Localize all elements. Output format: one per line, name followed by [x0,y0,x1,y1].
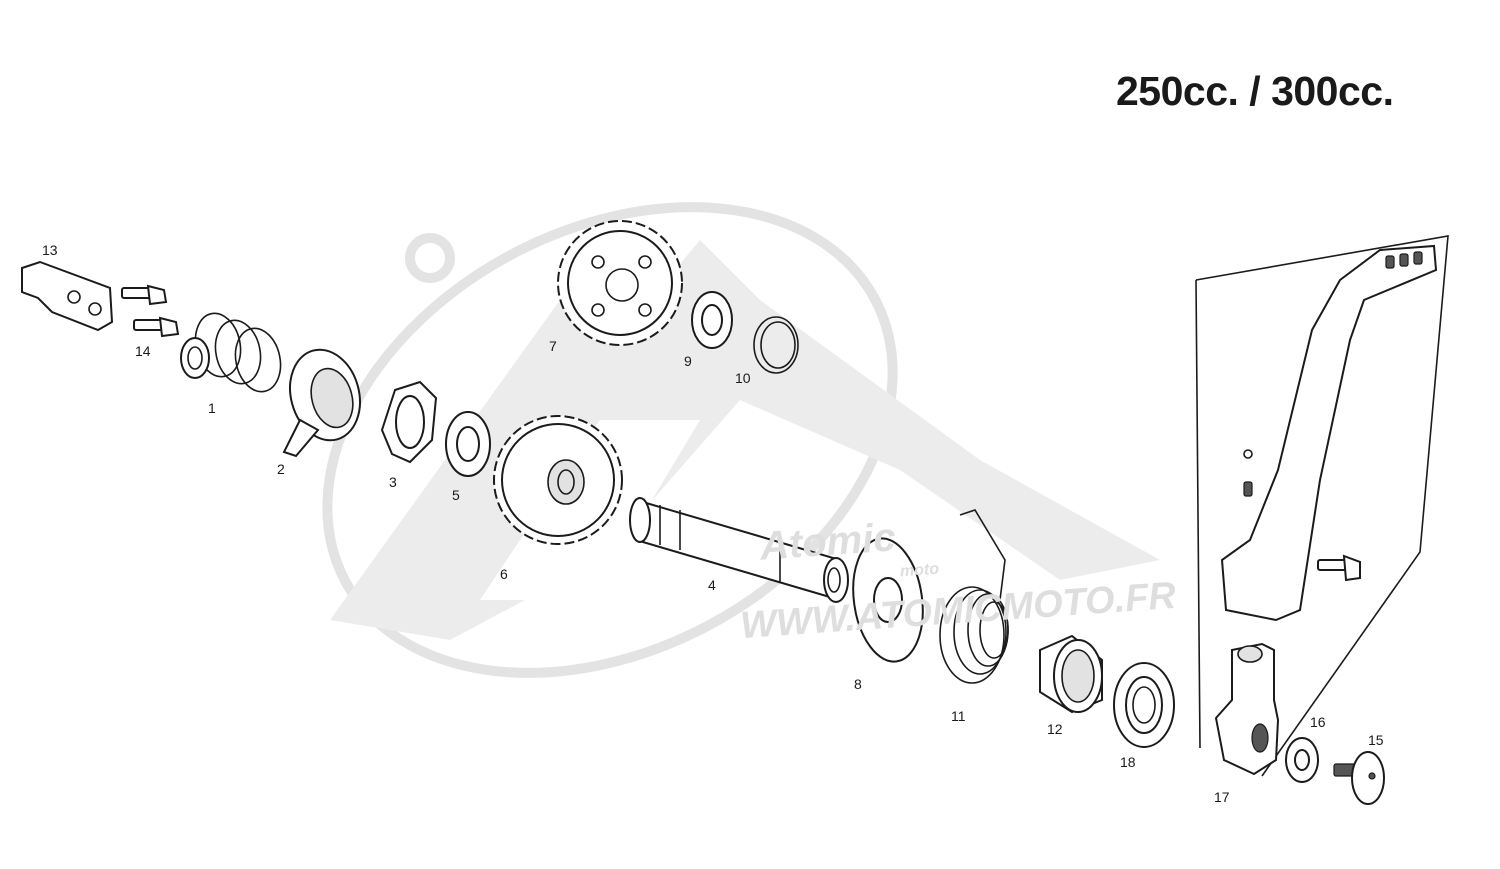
part-12-bushing [1039,634,1103,714]
part-5-washer [445,411,491,477]
part-16-washer [1285,737,1319,783]
callout-1: 1 [208,400,216,416]
part-2-ratchet [282,348,361,458]
part-6-gear [493,415,623,545]
callout-4: 4 [708,577,716,593]
part-3-circlip [380,380,438,464]
part-14-bolts [121,284,180,338]
part-17-kick-lever [1214,244,1438,776]
part-8-washer [852,537,924,663]
callout-15: 15 [1368,732,1384,748]
page-title: 250cc. / 300cc. [1116,68,1394,114]
watermark-sub: moto [899,560,940,581]
part-9-washer [691,291,733,349]
callout-5: 5 [452,487,460,503]
watermark-brand: Atomic [758,515,897,569]
part-7-gear [557,220,683,346]
watermark-logo [322,202,1160,678]
part-15-bolt [1333,751,1385,805]
callout-9: 9 [684,353,692,369]
kick-lever-panel [1195,235,1449,777]
callout-16: 16 [1310,714,1326,730]
callout-12: 12 [1047,721,1063,737]
callout-18: 18 [1120,754,1136,770]
part-10-circlip [753,316,799,374]
callout-10: 10 [735,370,751,386]
callout-8: 8 [854,676,862,692]
part-4-shaft [629,497,849,603]
callout-14: 14 [135,343,151,359]
callout-2: 2 [277,461,285,477]
part-1-spring [180,312,282,393]
callout-3: 3 [389,474,397,490]
part-11-kick-spring [939,509,1009,684]
part-18-seal [1113,662,1175,748]
callout-7: 7 [549,338,557,354]
part-13-bracket [21,260,114,332]
callout-6: 6 [500,566,508,582]
callout-13: 13 [42,242,58,258]
callout-17: 17 [1214,789,1230,805]
callout-11: 11 [951,708,966,724]
